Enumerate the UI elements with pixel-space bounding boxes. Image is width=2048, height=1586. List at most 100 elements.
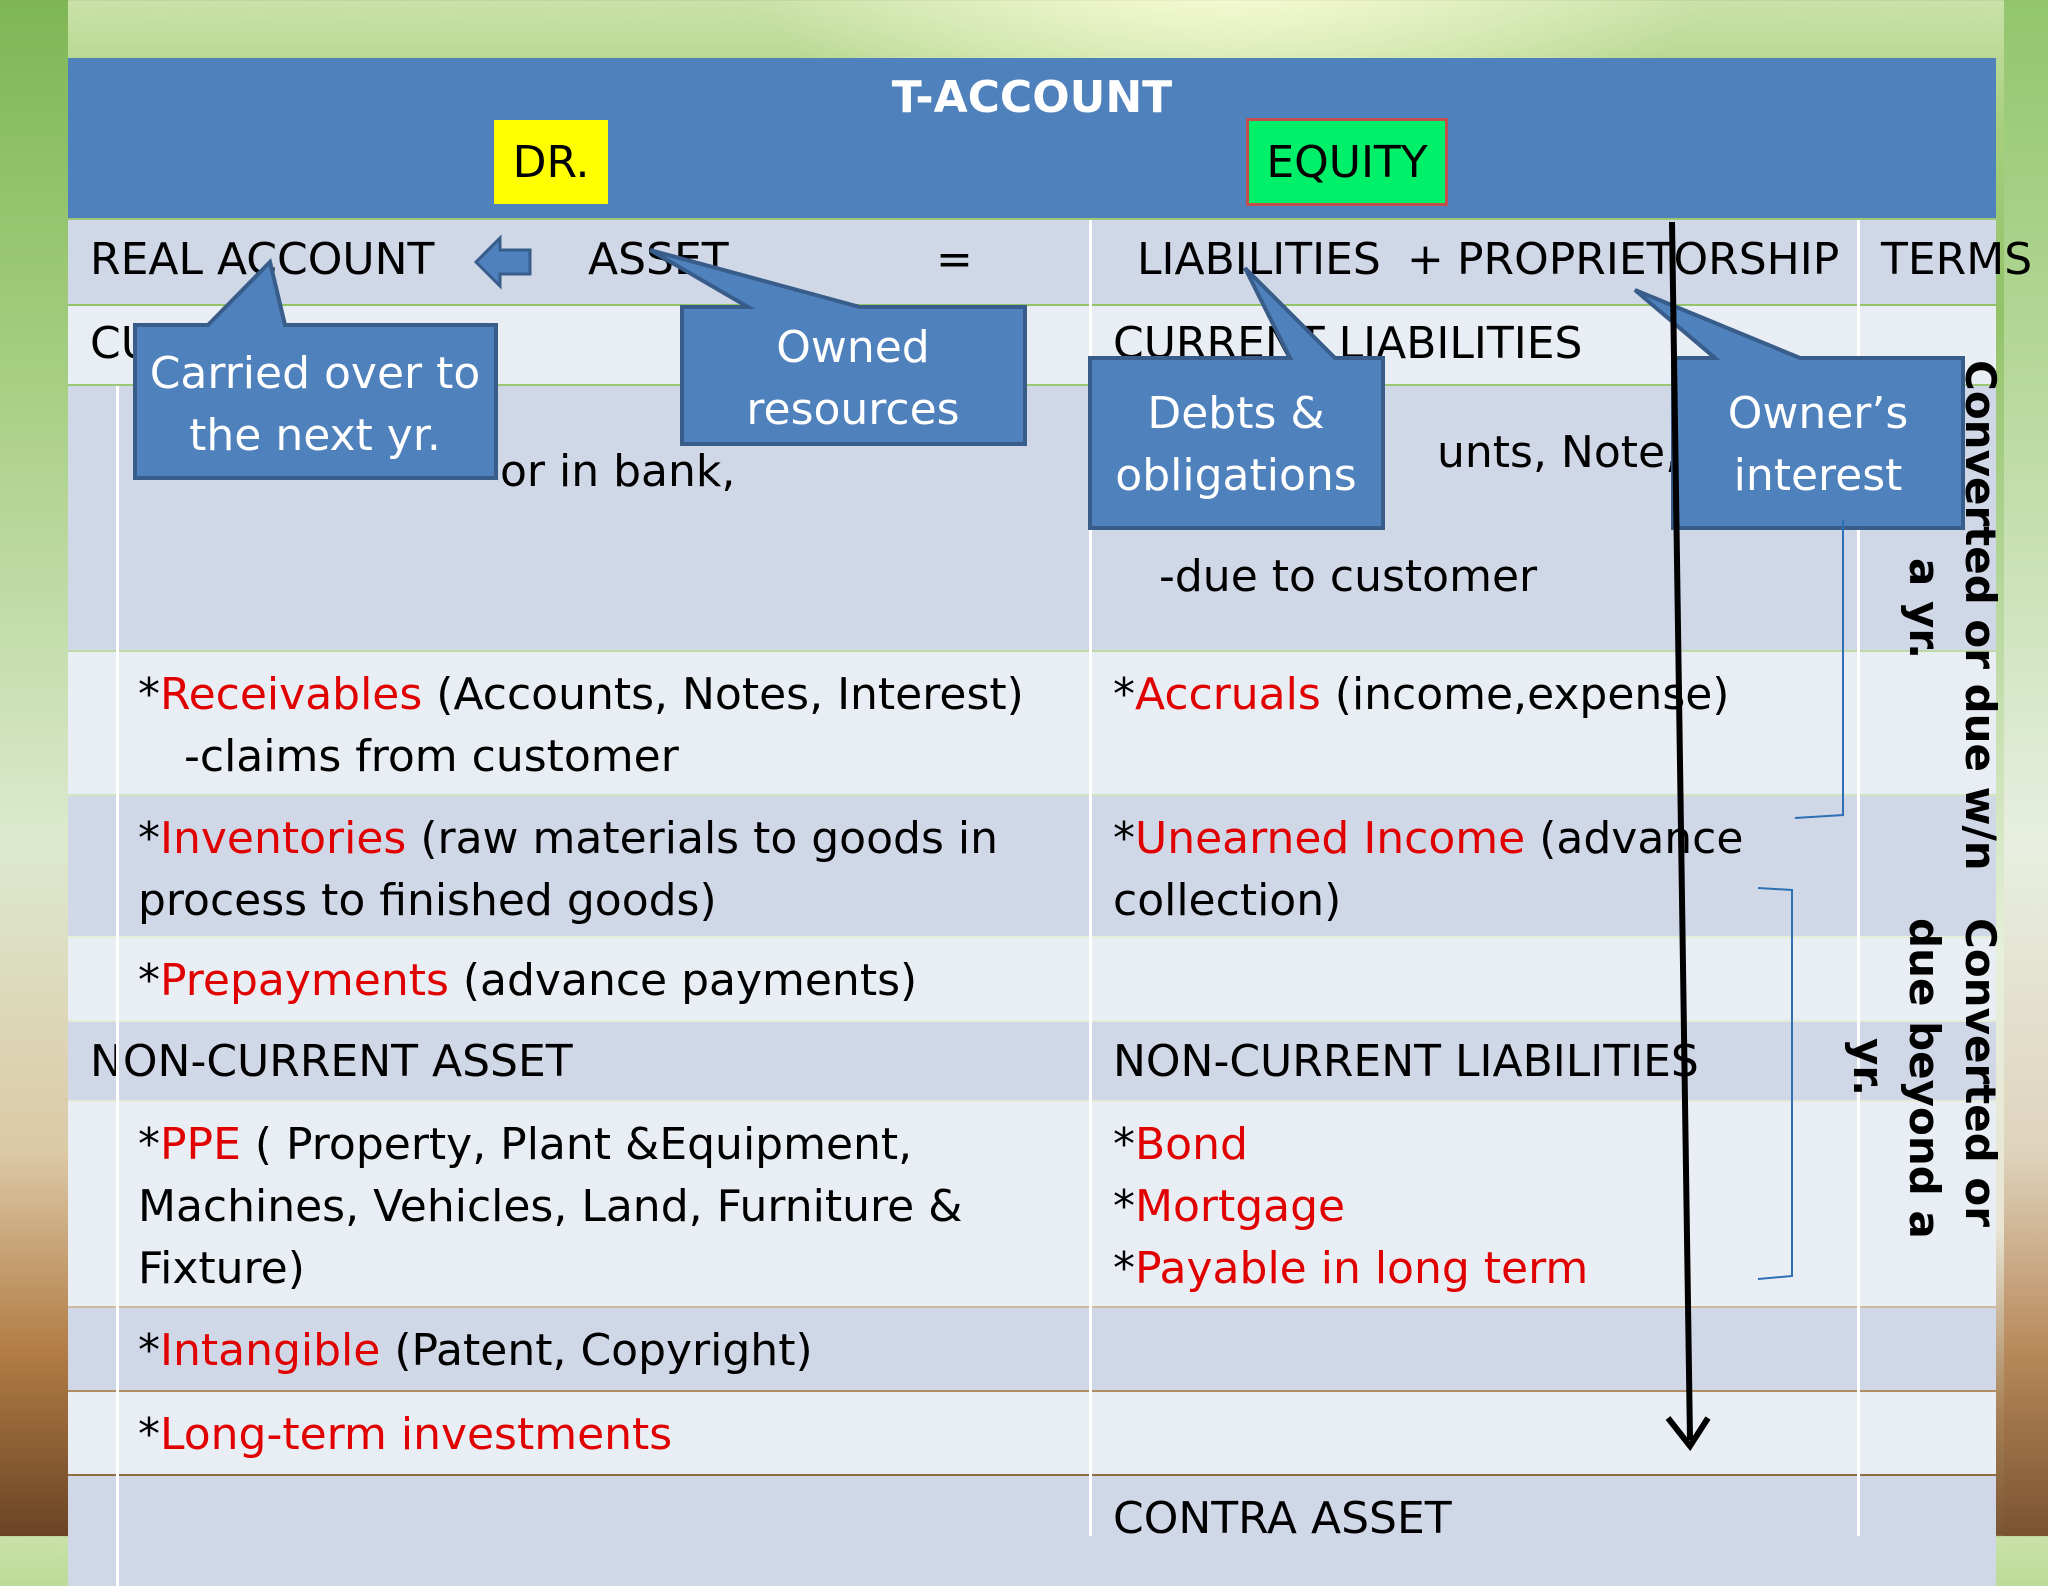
payable-long-term-term: Payable in long term [1135,1243,1589,1294]
row-ppe: *PPE ( Property, Plant &Equipment, Machi… [68,1102,1996,1306]
receivables-line1: *Receivables (Accounts, Notes, Interest) [138,664,1091,726]
bullet-star: * [1113,669,1135,720]
ppe-line2: Machines, Vehicles, Land, Furniture & [138,1181,963,1232]
heading-liab-cell: LIABILITIES + PROPRIETORSHIP [1091,220,1859,304]
callout-owners-line1: Owner’s [1728,388,1909,439]
row-prepayments: *Prepayments (advance payments) [68,938,1996,1020]
inventories-term: Inventories [160,813,407,864]
longterm-liab-cell: *Bond *Mortgage *Payable in long term [1091,1102,1859,1306]
payables-line1-tail: unts, Note, [1437,427,1680,478]
mortgage-line: *Mortgage [1113,1176,1859,1238]
down-arrow-icon [1665,221,1711,1452]
overlay-layer: Carried over to the next yr. Owned resou… [133,221,1965,1452]
left-arrow-icon [474,234,532,290]
dr-label: DR. [494,120,608,204]
vertical-label-current-line1: Converted or due w/n [1956,360,2005,871]
accruals-line1: *Accruals (income,expense) [1113,664,1859,726]
vertical-label-noncurrent-line2: due beyond a [1900,918,1949,1239]
prepayments-term: Prepayments [160,955,449,1006]
background-texture-right [2004,0,2048,1536]
table-header: T-ACCOUNT DR. EQUITY [68,58,1996,218]
inventories-cell: *Inventories (raw materials to goods in … [118,796,1091,936]
callout-debts: Debts & obligations [1088,266,1385,530]
unearned-line2: collection) [1113,875,1342,926]
noncurrent-liabilities-heading: NON-CURRENT LIABILITIES [1113,1035,1699,1087]
row-receivables: *Receivables (Accounts, Notes, Interest)… [68,652,1996,794]
row-noncurrent-heading: NON-CURRENT ASSET NON-CURRENT LIABILITIE… [68,1022,1996,1100]
terms-label: TERMS [1881,234,2033,285]
row-inventories: *Inventories (raw materials to goods in … [68,796,1996,936]
vertical-label-current-line2: a yr. [1900,558,1949,660]
column-divider [116,386,119,1586]
plus-sign: + [1407,234,1444,285]
liabilities-label: LIABILITIES [1137,234,1381,285]
accruals-desc: (income,expense) [1320,669,1730,720]
callout-owners-interest: Owner’s interest [1633,288,1965,530]
bullet-star: * [138,813,160,864]
inventories-desc: (raw materials to goods in [406,813,998,864]
bullet-star: * [138,669,160,720]
accruals-cell: *Accruals (income,expense) [1091,652,1859,794]
payable-long-term-line: *Payable in long term [1113,1238,1859,1300]
noncurrent-liab-heading-cell: NON-CURRENT LIABILITIES [1091,1022,1859,1100]
callout-debts-line1: Debts & [1147,388,1324,439]
accruals-term: Accruals [1135,669,1321,720]
ppe-line3: Fixture) [138,1243,305,1294]
prepayments-line1: *Prepayments (advance payments) [138,950,1091,1012]
vertical-label-noncurrent-line3: yr. [1844,1038,1893,1097]
bond-line: *Bond [1113,1114,1859,1176]
intangible-cell: *Intangible (Patent, Copyright) [118,1308,1091,1390]
background-texture-left [0,0,68,1536]
bullet-star: * [138,1325,160,1376]
prepayments-desc: (advance payments) [448,955,918,1006]
mortgage-term: Mortgage [1135,1181,1346,1232]
callout-owned-resources: Owned resources [648,248,1027,446]
ppe-term: PPE [160,1119,241,1170]
bond-term: Bond [1135,1119,1248,1170]
investments-cell: *Long-term investments [118,1392,1091,1474]
payables-line3: -due to customer [1159,551,1538,602]
noncurrent-asset-heading-cell: NON-CURRENT ASSET [68,1022,1091,1100]
bullet-star: * [1113,1243,1135,1294]
heading-terms-cell: TERMS [1859,220,2032,304]
callout-owned-line1: Owned [776,322,930,373]
t-account-table: T-ACCOUNT DR. EQUITY REAL ACCOUNT ASSET … [68,58,2032,1586]
investments-line1: *Long-term investments [138,1404,1091,1466]
row-intangible: *Intangible (Patent, Copyright) [68,1308,1996,1390]
callout-owned-line2: resources [746,384,959,435]
bullet-star: * [138,1409,160,1460]
callout-owners-line2: interest [1734,450,1903,501]
callout-carried-over-line1: Carried over to [150,348,481,399]
column-divider [1089,220,1092,1536]
ppe-line1: *PPE ( Property, Plant &Equipment, [138,1114,1091,1176]
bullet-star: * [1113,1119,1135,1170]
intangible-term: Intangible [160,1325,381,1376]
callout-carried-over: Carried over to the next yr. [133,258,498,480]
vertical-label-current: Converted or due w/n a yr. [1896,360,2008,871]
inventories-line2: process to finished goods) [138,875,717,926]
unearned-income-term: Unearned Income [1135,813,1526,864]
prepayments-cell: *Prepayments (advance payments) [118,938,1091,1020]
intangible-line1: *Intangible (Patent, Copyright) [138,1320,1091,1382]
equity-label: EQUITY [1246,118,1448,206]
intangible-desc: (Patent, Copyright) [380,1325,813,1376]
equals-sign: = [936,234,973,285]
bullet-star: * [138,955,160,1006]
ppe-desc: ( Property, Plant &Equipment, [240,1119,913,1170]
callout-debts-line2: obligations [1115,450,1356,501]
ppe-cell: *PPE ( Property, Plant &Equipment, Machi… [118,1102,1091,1306]
unearned-desc: (advance [1525,813,1744,864]
cash-asset-cell: or in bank, [118,386,1091,650]
proprietorship-label: PROPRIETORSHIP [1457,234,1840,285]
bullet-star: * [138,1119,160,1170]
receivables-term: Receivables [160,669,423,720]
unearned-income-cell: *Unearned Income (advance collection) [1091,796,1859,936]
inventories-line1: *Inventories (raw materials to goods in [138,808,1091,870]
vertical-label-noncurrent-line1: Converted or [1956,918,2005,1227]
receivables-line2: -claims from customer [184,731,679,782]
column-divider [1857,220,1860,1536]
cash-asset-fragment: or in bank, [500,446,736,497]
bracket-current [1794,520,1844,819]
bullet-star: * [1113,813,1135,864]
noncurrent-asset-heading: NON-CURRENT ASSET [90,1035,573,1087]
